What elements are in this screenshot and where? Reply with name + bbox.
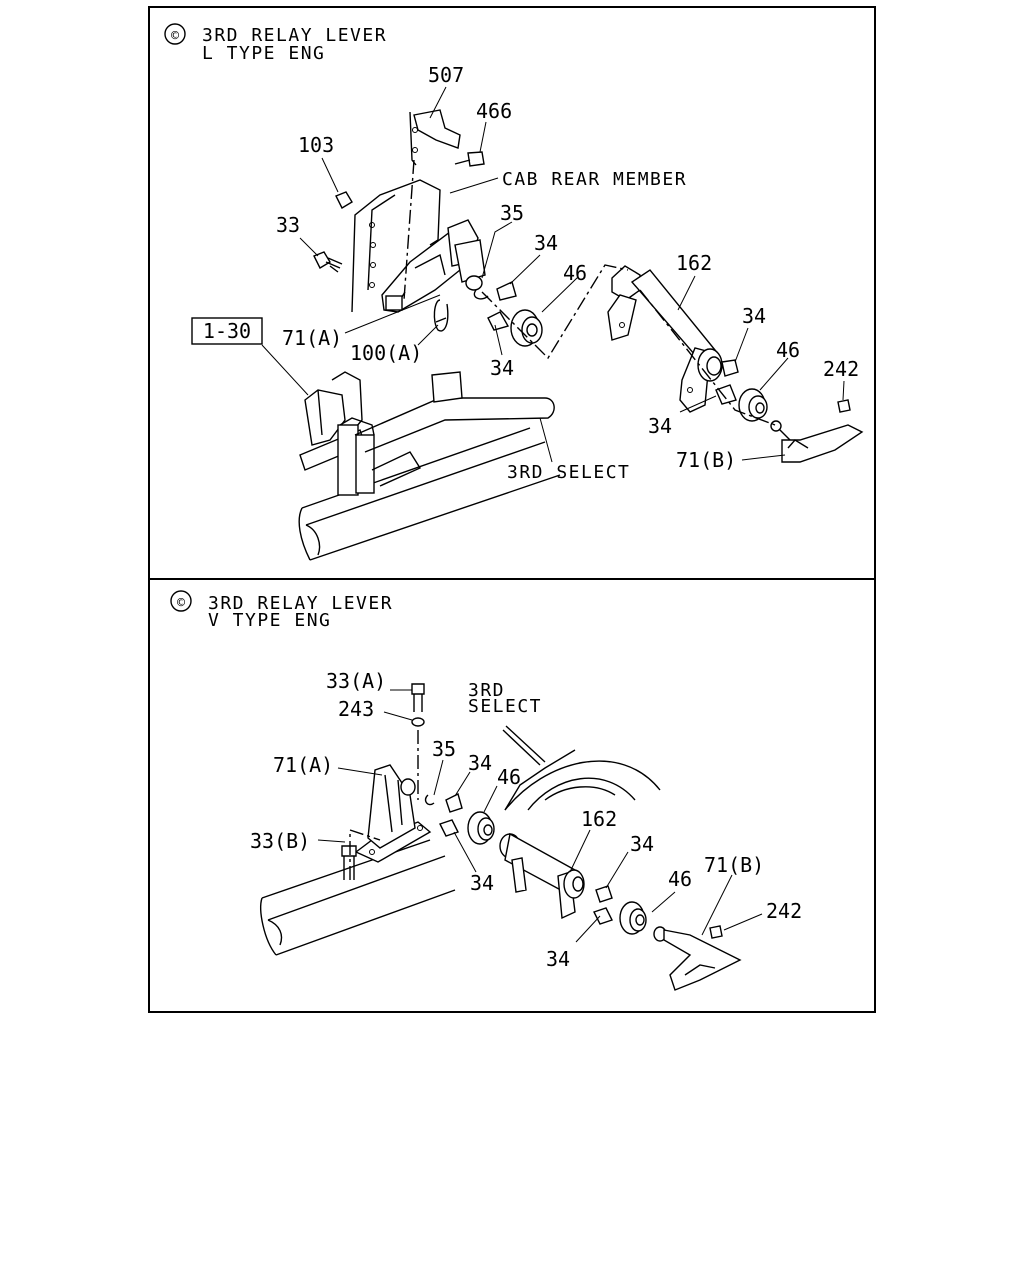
bracket-71b-upper: [770, 399, 864, 463]
callout-33b: 33(B): [250, 829, 310, 853]
header-circle-icon: [170, 590, 192, 612]
callout-242: 242: [766, 899, 802, 923]
callout-34-d: 34: [546, 947, 570, 971]
callout-34-c: 34: [742, 304, 766, 328]
callout-34-c: 34: [630, 832, 654, 856]
callout-46-a: 46: [497, 765, 521, 789]
panel-title-line1: 3RD RELAY LEVER: [202, 25, 387, 46]
header-circle-icon: [164, 23, 186, 45]
lower-panel: © 3RD RELAY LEVER V TYPE ENG: [170, 590, 802, 991]
lower-panel-frame: [148, 578, 876, 1013]
bushings-upper-right: [715, 359, 768, 422]
bushings-upper-left: [487, 281, 543, 347]
label-cab-rear-member: CAB REAR MEMBER: [502, 169, 687, 190]
relay-lever-162-lower: [499, 832, 585, 920]
callout-100a: 100(A): [350, 341, 422, 365]
leader-lines-upper: [261, 86, 845, 463]
callout-33a: 33(A): [326, 669, 386, 693]
label-select-line2: SELECT: [468, 696, 542, 717]
header-symbol: ©: [171, 29, 179, 44]
callout-46-b: 46: [776, 338, 800, 362]
fasteners-upper: [313, 151, 485, 332]
header-symbol: ©: [177, 596, 185, 611]
callout-71b: 71(B): [704, 853, 764, 877]
cab-rear-member-drawing: [351, 109, 489, 313]
callout-35: 35: [500, 201, 524, 225]
assembly-centerline-upper-3: [403, 159, 415, 301]
upper-panel: © 3RD RELAY LEVER L TYPE ENG: [164, 23, 864, 561]
callout-162: 162: [581, 807, 617, 831]
callout-34-b: 34: [470, 871, 494, 895]
callout-466: 466: [476, 99, 512, 123]
callout-507: 507: [428, 63, 464, 87]
bushings-lower-left: [424, 792, 495, 845]
label-3rd-select: 3RD SELECT: [507, 462, 630, 483]
label-select-line1: 3RD: [468, 680, 505, 701]
callout-162: 162: [676, 251, 712, 275]
callout-34-a: 34: [534, 231, 558, 255]
assembly-centerline-upper: [481, 264, 629, 360]
reference-box-1-30: [191, 317, 263, 345]
panel-title-line2: V TYPE ENG: [208, 610, 331, 631]
relay-lever-162: [607, 265, 723, 413]
reference-1-30: 1-30: [203, 319, 251, 343]
callout-71a: 71(A): [282, 326, 342, 350]
callout-242: 242: [823, 357, 859, 381]
bushings-lower-right: [593, 885, 647, 935]
callout-243: 243: [338, 697, 374, 721]
frame-rail-drawing-lower: [260, 725, 661, 956]
callout-34-b: 34: [490, 356, 514, 380]
frame-rail-drawing: [298, 371, 561, 561]
callout-71a: 71(A): [273, 753, 333, 777]
callout-46-b: 46: [668, 867, 692, 891]
assembly-centerline-lower-2: [349, 829, 381, 880]
callout-34-d: 34: [648, 414, 672, 438]
callout-71b: 71(B): [676, 448, 736, 472]
panel-title-line2: L TYPE ENG: [202, 43, 325, 64]
callout-33: 33: [276, 213, 300, 237]
bracket-71b-lower: [653, 925, 742, 991]
panel-title-line1: 3RD RELAY LEVER: [208, 593, 393, 614]
bracket-71a-lower: [341, 683, 432, 880]
assembly-centerline-upper-2: [639, 289, 776, 426]
callout-46-a: 46: [563, 261, 587, 285]
callout-103: 103: [298, 133, 334, 157]
callout-35: 35: [432, 737, 456, 761]
callout-34-a: 34: [468, 751, 492, 775]
leader-lines-lower: [317, 689, 763, 943]
